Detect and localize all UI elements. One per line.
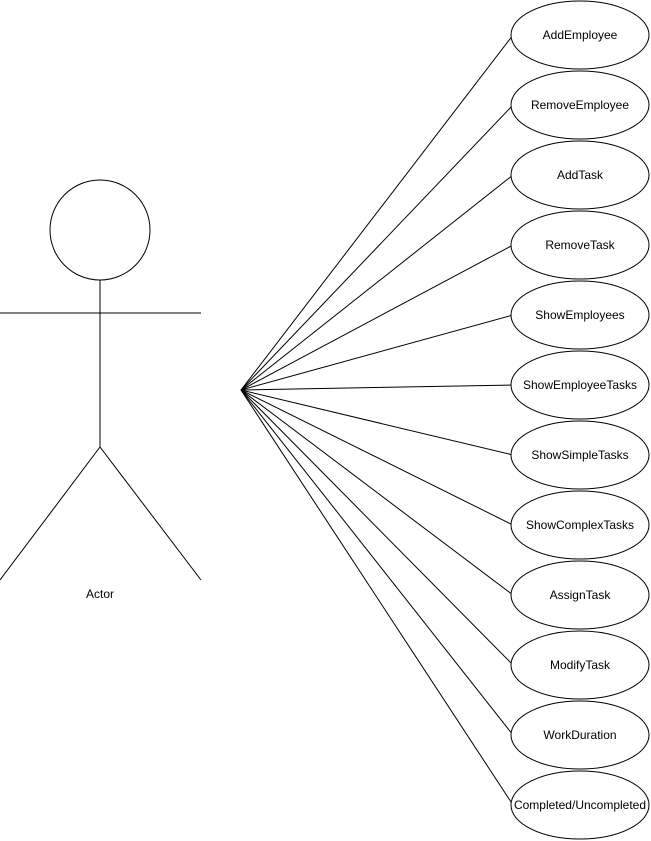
- actor-right-leg: [99, 446, 202, 581]
- association-line: [240, 174, 514, 391]
- use-case-ellipse: [510, 560, 650, 630]
- use-case-label: WorkDuration: [543, 728, 616, 742]
- use-case-label: AddEmployee: [543, 28, 618, 42]
- use-case[interactable]: ShowEmployees: [510, 280, 650, 350]
- use-case-ellipse: [510, 140, 650, 210]
- use-case-label: RemoveTask: [545, 238, 615, 252]
- actor-head: [49, 179, 151, 281]
- use-case-ellipse: [510, 0, 650, 70]
- use-case-ellipse: [510, 490, 650, 560]
- use-case[interactable]: Completed/Uncompleted: [510, 770, 650, 840]
- association-line: [240, 389, 514, 596]
- use-case[interactable]: AssignTask: [510, 560, 650, 630]
- association-line: [240, 389, 514, 736]
- use-case-label: ShowComplexTasks: [526, 518, 634, 532]
- association-line: [240, 389, 514, 806]
- use-case[interactable]: ShowSimpleTasks: [510, 420, 650, 490]
- use-case-ellipse: [510, 70, 650, 140]
- association-line: [240, 244, 514, 391]
- actor-figure[interactable]: Actor: [0, 179, 202, 601]
- association-line: [240, 314, 514, 391]
- association-line: [240, 104, 514, 391]
- association-line: [240, 34, 514, 391]
- use-case-ellipse: [510, 210, 650, 280]
- association-line: [240, 389, 514, 526]
- actor-left-leg: [0, 446, 101, 581]
- use-case-label: AddTask: [557, 168, 604, 182]
- use-case[interactable]: WorkDuration: [510, 700, 650, 770]
- use-case-label: Completed/Uncompleted: [514, 798, 646, 812]
- association-line: [240, 389, 514, 666]
- use-case[interactable]: RemoveEmployee: [510, 70, 650, 140]
- use-case-label: ShowSimpleTasks: [531, 448, 628, 462]
- use-case[interactable]: ModifyTask: [510, 630, 650, 700]
- use-case-ellipse: [510, 350, 650, 420]
- use-case-label: ModifyTask: [550, 658, 611, 672]
- use-case[interactable]: ShowComplexTasks: [510, 490, 650, 560]
- use-case[interactable]: AddEmployee: [510, 0, 650, 70]
- use-case-ellipse: [510, 420, 650, 490]
- use-case-label: ShowEmployees: [535, 308, 624, 322]
- use-case[interactable]: AddTask: [510, 140, 650, 210]
- use-case[interactable]: RemoveTask: [510, 210, 650, 280]
- use-case-label: AssignTask: [550, 588, 612, 602]
- use-case-ellipse: [510, 700, 650, 770]
- use-case-label: RemoveEmployee: [531, 98, 629, 112]
- association-line: [240, 384, 514, 391]
- use-case-ellipse: [510, 630, 650, 700]
- use-case-label: ShowEmployeeTasks: [523, 378, 637, 392]
- actor-label: Actor: [86, 587, 114, 601]
- association-line: [240, 389, 514, 456]
- association-lines: [240, 34, 514, 806]
- use-case-ellipse: [510, 280, 650, 350]
- use-case-ellipse: [510, 770, 650, 840]
- use-case-list: AddEmployeeRemoveEmployeeAddTaskRemoveTa…: [510, 0, 650, 840]
- use-case[interactable]: ShowEmployeeTasks: [510, 350, 650, 420]
